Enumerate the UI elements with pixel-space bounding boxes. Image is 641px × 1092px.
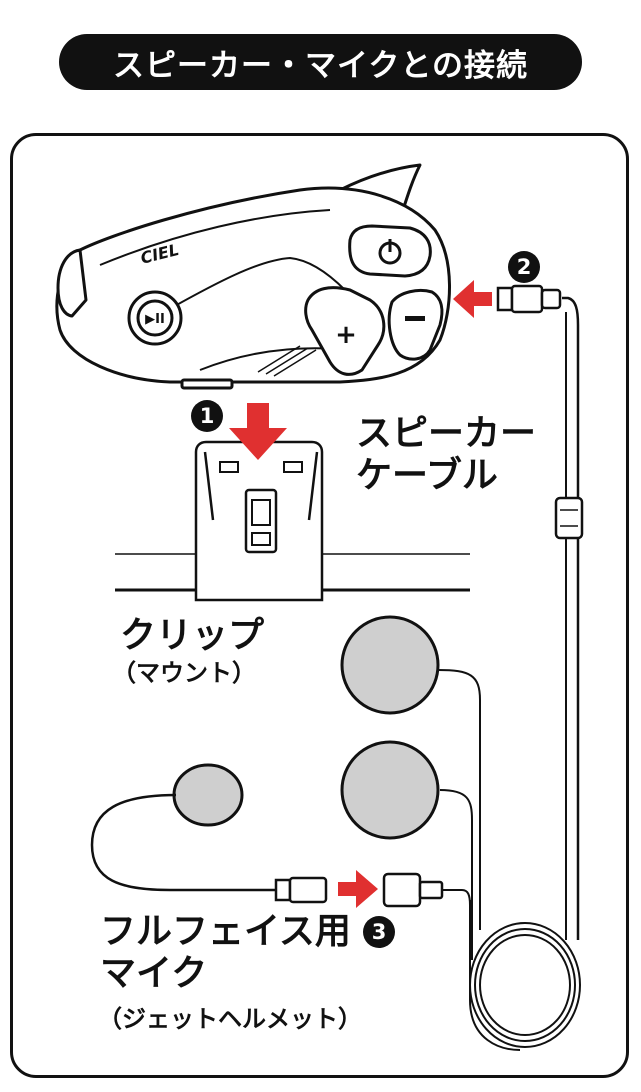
clip-sublabel: （マウント） [112, 659, 256, 687]
diagram-panel [10, 133, 629, 1078]
mic-label-line1: フルフェイス用 [100, 911, 351, 952]
svg-text:+: + [335, 320, 357, 350]
clip-label: クリップ [120, 615, 265, 656]
mic-sublabel: （ジェットヘルメット） [98, 1005, 362, 1033]
bottom-tab [180, 378, 234, 390]
plus-button [304, 286, 386, 376]
speaker-bottom [340, 740, 440, 840]
speaker-connector [510, 284, 544, 314]
step-1-badge: 1 [191, 400, 223, 432]
microphone [90, 763, 471, 908]
mic-label-line2: マイク [100, 953, 208, 994]
speaker-top [340, 615, 440, 715]
speaker-cable [437, 284, 584, 1051]
minus-button [387, 288, 444, 361]
step-3-badge: 3 [363, 916, 395, 948]
arrow-left [453, 280, 492, 318]
clip-mount [115, 440, 470, 602]
speaker-mic-connector [382, 872, 422, 908]
cable-ferrite [554, 496, 584, 540]
svg-text:▶II: ▶II [145, 312, 165, 327]
side-knob [56, 248, 88, 318]
arrows [229, 280, 492, 908]
device-body [55, 186, 451, 384]
step-2-badge: 2 [508, 251, 540, 283]
mic-connector [288, 876, 328, 904]
page-title: スピーカー・マイクとの接続 [59, 34, 582, 90]
intercom-device: ▶II + CIEL [55, 163, 451, 390]
arrow-right [338, 870, 378, 908]
speaker-cable-label-line1: スピーカー [356, 413, 537, 454]
arrow-down [229, 403, 287, 460]
mic-foam [172, 763, 244, 827]
speaker-cable-label-line2: ケーブル [356, 455, 498, 496]
